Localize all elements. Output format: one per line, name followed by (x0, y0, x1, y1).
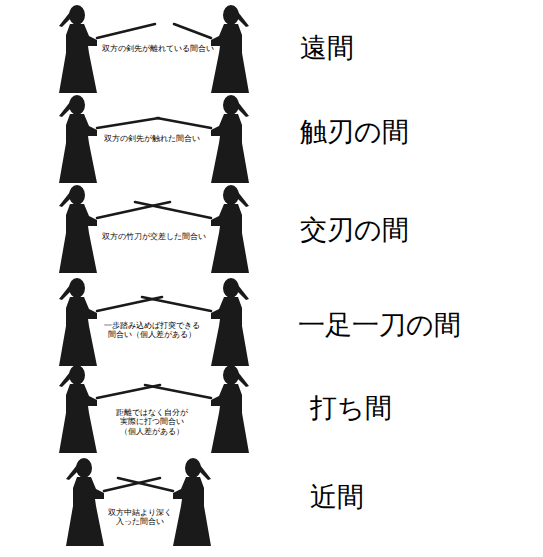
kendoka (66, 458, 104, 546)
kendoka (59, 185, 97, 273)
kendoka (211, 278, 249, 366)
kendoka (59, 365, 97, 453)
distance-note: 双方の剣先が離れている間合い (102, 44, 202, 53)
distance-note: 双方中結より深く 入った間合い (90, 508, 190, 527)
distance-name: 打ち間 (310, 394, 392, 421)
kendoka (59, 95, 97, 183)
distance-note: 距離ではなく自分が 実際に打つ間合い （個人差がある） (102, 408, 202, 436)
kendoka (211, 95, 249, 183)
kendoka (59, 278, 97, 366)
kendoka (211, 365, 249, 453)
distance-name: 遠間 (300, 34, 354, 61)
distance-note: 双方の剣先が触れた間合い (102, 134, 202, 143)
shinai (97, 24, 211, 491)
distance-name: 交刃の間 (300, 216, 409, 243)
distance-name: 近間 (310, 483, 364, 510)
distance-name: 一足一刀の間 (298, 311, 461, 338)
kendoka (211, 5, 249, 93)
figures (59, 5, 249, 546)
kendoka (59, 5, 97, 93)
distance-note: 双方の竹刀が交差した間合い (102, 232, 202, 241)
distance-name: 触刃の間 (300, 118, 409, 145)
distance-note: 一歩踏み込めば打突できる 間合い（個人差がある） (102, 321, 202, 340)
kendoka (173, 458, 211, 546)
kendoka (211, 185, 249, 273)
